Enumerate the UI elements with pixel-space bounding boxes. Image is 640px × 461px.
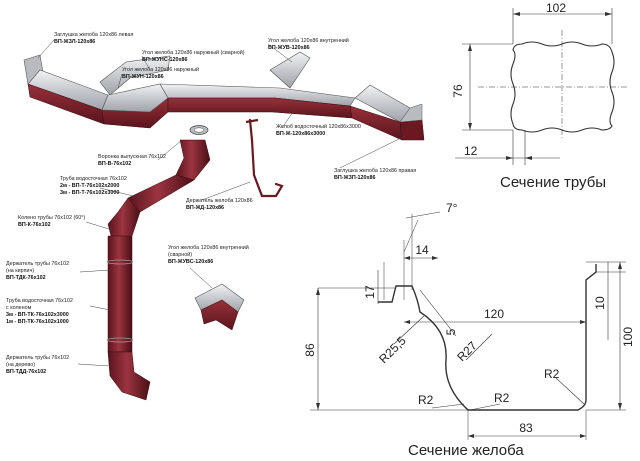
gutter-dim-5-label: 5 <box>444 328 458 335</box>
gutter-dim-86-label: 86 <box>303 343 317 357</box>
pipe-section-caption: Сечение трубы <box>500 174 606 191</box>
vertical-pipe-lower <box>107 351 151 401</box>
label-funnel-name: Воронка выпускная 76x102 <box>98 154 166 160</box>
gutter-radius-27-label: R27 <box>454 338 480 364</box>
gutter-bracket-part <box>248 118 284 198</box>
gutter-radius-2a-label: R2 <box>418 393 434 407</box>
gutter-radius-2b-label: R2 <box>494 391 510 405</box>
label-inner-corner-name: Угол желоба 120x86 внутренний <box>268 37 349 44</box>
label-funnel-code: ВП-В-76x102 <box>98 161 131 167</box>
gutter-section-caption: Сечение желоба <box>408 442 524 459</box>
leader-lines <box>37 39 406 367</box>
right-end-cap-rim <box>399 103 423 123</box>
label-outer-corner-code: ВП-ЖУН-120x86 <box>122 74 164 80</box>
label-outer-corner-welded-name: Угол желоба 120x86 наружный (сварной) <box>142 49 245 56</box>
label-brick-holder-code: ВП-ТДК-76x102 <box>6 275 46 281</box>
label-left-end-cap-name: Заглушка желоба 120x86 левая <box>54 32 133 38</box>
funnel-outlet-part <box>175 139 211 181</box>
right-end-cap-part <box>399 119 425 141</box>
label-wood-holder-name2: (на дерево) <box>6 362 35 368</box>
pipe-outline <box>510 41 615 133</box>
gutter-profile <box>378 264 597 411</box>
label-gutter-name: Желоб водосточный 120x86x3000 <box>276 123 361 130</box>
gutter-section-drawing <box>310 211 626 440</box>
pipe-wall-label: 12 <box>464 144 478 158</box>
label-outer-corner-name: Угол желоба 120x86 наружный <box>122 66 199 73</box>
label-right-end-cap-name: Заглушка желоба 120x86 правая <box>334 168 416 174</box>
pipe-section-drawing <box>455 8 628 165</box>
label-brick-holder-name: Держатель трубы 76x102 <box>6 261 69 267</box>
label-wood-holder-code: ВП-ТДД-76x102 <box>6 369 46 375</box>
gutter-dim-10-label: 10 <box>593 296 607 310</box>
label-pipe-name: Труба водосточная 76x102 <box>60 176 127 182</box>
gutter-dim-120-label: 120 <box>484 307 504 321</box>
label-brick-holder-name2: (на кирпич) <box>6 268 34 274</box>
label-bracket-code: ВП-ЖД-120x86 <box>186 205 224 211</box>
label-pipe-elbow-name2: с коленом <box>6 305 32 311</box>
gutter-assembly-drawing <box>23 51 425 401</box>
gutter-dim-17-label: 17 <box>363 285 377 299</box>
part-labels: Заглушка желоба 120x86 левая ВП-ЖЗЛ-120x… <box>6 32 416 375</box>
label-inner-corner-welded-code: ВП-ЖУВС-120x86 <box>168 259 213 265</box>
label-gutter-code: ВП-Ж-120x86x3000 <box>276 131 325 137</box>
label-wood-holder-name: Держатель трубы 76x102 <box>6 355 69 361</box>
label-outer-corner-welded-code: ВП-ЖУНС-120x86 <box>142 57 188 63</box>
gutter-dim-100-label: 100 <box>621 327 635 347</box>
label-right-end-cap-code: ВП-ЖЗП-120x86 <box>334 175 376 181</box>
label-inner-corner-welded-name2: (сварной) <box>168 251 192 258</box>
gutter-radius-2c-label: R2 <box>544 367 560 381</box>
gutter-dim-83-label: 83 <box>519 421 533 435</box>
label-pipe-elbow-name: Труба водосточная 76x102 <box>6 298 73 304</box>
label-left-end-cap-code: ВП-ЖЗЛ-120x86 <box>54 39 95 45</box>
label-elbow-name: Колено трубы 76x102 (60°) <box>18 215 85 221</box>
outer-corner-top <box>101 83 169 113</box>
label-inner-corner-welded-name: Угол желоба 120x86 внутренний <box>168 244 249 251</box>
gutter-radius-255-label: R25,5 <box>376 333 409 366</box>
pipe-width-label: 102 <box>546 1 566 15</box>
label-pipe-elbow-code-2: 1м - ВП-ТК-76x102x1000 <box>6 319 69 325</box>
inner-corner-part <box>269 51 311 89</box>
label-pipe-elbow-code-1: 3м - ВП-ТК-76x102x3000 <box>6 312 69 318</box>
diagonal-pipe <box>127 174 195 213</box>
label-elbow-code: ВП-К-76x102 <box>18 222 51 228</box>
label-pipe-code-1: 2м - ВП-Т-76x102x2000 <box>60 183 119 189</box>
label-pipe-code-2: 3м - ВП-Т-76x102x3000 <box>60 190 119 196</box>
label-inner-corner-code: ВП-ЖУВ-120x86 <box>268 45 310 51</box>
gutter-angle-label: 7° <box>446 201 458 215</box>
pipe-height-label: 76 <box>451 84 465 98</box>
gutter-dim-14-label: 14 <box>415 243 429 257</box>
vertical-pipe-upper <box>107 235 133 353</box>
label-bracket-name: Держатель желоба 120x86 <box>186 198 253 204</box>
